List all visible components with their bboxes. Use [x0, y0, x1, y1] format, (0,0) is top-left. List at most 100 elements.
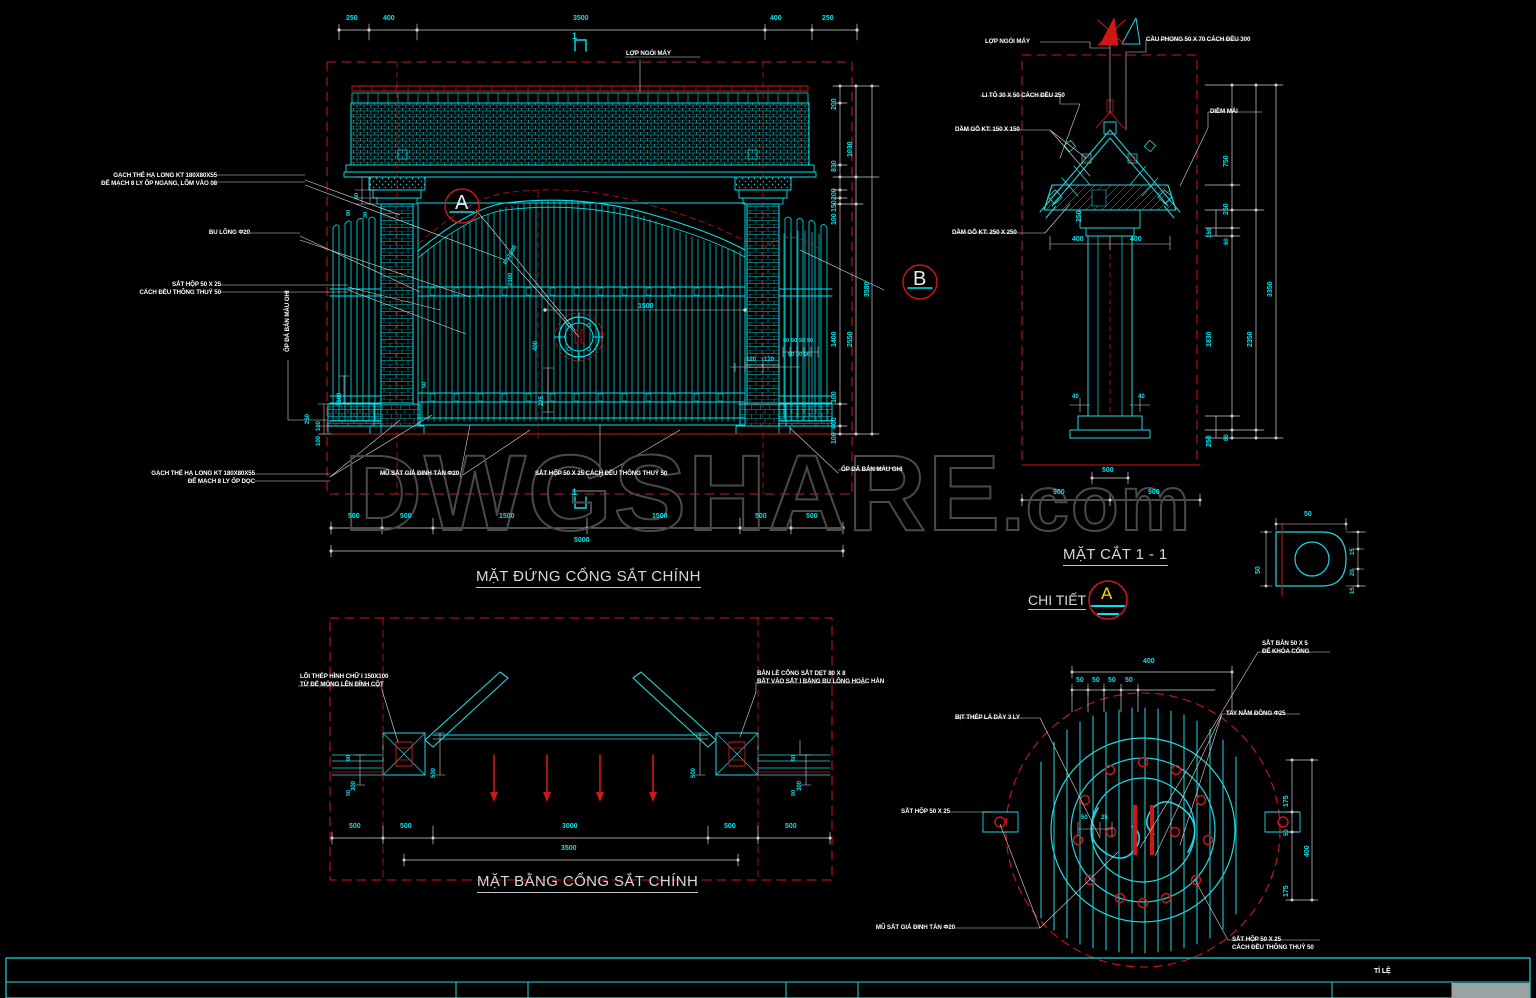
dim-sec-900a: 900 [1053, 489, 1065, 496]
dim-elev-bot-4: 500 [755, 513, 767, 520]
dim-plan-500f: 500 [691, 767, 697, 778]
dim-small-50-left: 50 [1255, 566, 1262, 574]
label-da-steel-box: SẮT HỘP 50 X 25 [901, 808, 950, 815]
dim-small-50-top: 50 [1304, 511, 1312, 518]
dim-sec-1830: 1830 [1206, 331, 1213, 347]
dim-elev-bot-5: 500 [806, 513, 818, 520]
label-sec-beam-250: DẦM GỖ KT: 250 X 250 [952, 229, 1017, 236]
marker-detail-a-elev[interactable]: A [455, 192, 469, 214]
dim-elev-overall: 5000 [574, 537, 590, 544]
title-plan: MẶT BẰNG CỔNG SẮT CHÍNH [477, 873, 699, 893]
dim-elev-r-830: 830 [831, 160, 838, 172]
section-cut-tag-top: 1 [572, 31, 578, 41]
dim-fence-50b: 50 [791, 338, 798, 344]
marker-detail-a-tag[interactable]: A [1101, 584, 1113, 603]
dim-sec-60b: 60 [1224, 434, 1230, 441]
dim-sec-40a: 40 [1072, 394, 1079, 400]
dim-elev-r-2550: 2550 [847, 331, 854, 347]
dim-pier-80: 80 [346, 209, 352, 216]
dim-fence-50c: 50 [799, 338, 806, 344]
dim-elev-r-100b: 100 [831, 391, 838, 403]
dim-elev-r-3580: 3580 [864, 281, 871, 297]
dim-plan-500c: 500 [724, 823, 736, 830]
dim-elev-bot-1: 500 [400, 513, 412, 520]
dim-da-50b: 50 [1092, 677, 1100, 684]
label-rivet-cap: MŨ SẮT GIẢ ĐINH TÁN Φ20 [380, 470, 460, 477]
dim-da-50-right: 50 [1284, 829, 1290, 836]
title-detail-prefix: CHI TIẾT [1028, 592, 1087, 610]
dim-elev-r-1400: 1400 [831, 331, 838, 347]
label-stone-cladding-left: ỐP ĐÁ BẢN MÀU GHI [284, 290, 291, 352]
section-cut-tag-bottom: 1 [572, 487, 578, 497]
label-plan-hinge-sub: BẮT VÀO SẮT I BẰNG BU LÔNG HOẶC HÀN [757, 678, 885, 685]
dim-fence-50f: 50 [796, 352, 803, 358]
dim-plan-50c: 50 [791, 754, 797, 761]
label-brick-halong-top: GẠCH THẺ HẠ LONG KT 180X80X55 [113, 172, 217, 179]
dim-fence-50g: 50 [804, 352, 811, 358]
label-da-handle: TAY NẮM ĐỒNG Φ25 [1226, 710, 1286, 717]
titleblock-scale: TỈ LỆ [1374, 968, 1391, 975]
label-brick-halong-bot: GẠCH THẺ HẠ LONG KT 180X80X55 [151, 470, 255, 477]
label-roof-tile-elev: LỢP NGÓI MÁY [626, 50, 671, 57]
dim-fence-50a: 50 [783, 338, 790, 344]
dim-sec-60: 60 [1224, 238, 1230, 245]
label-plan-core-steel: LÕI THÉP HÌNH CHỮ I 150X100 [300, 673, 389, 680]
dim-da-175b: 175 [1283, 885, 1290, 897]
dim-elev-r-150: 150 [831, 200, 838, 212]
dim-elev-top-3: 400 [770, 15, 782, 22]
dim-plan-50a: 50 [346, 754, 352, 761]
label-sec-batten: LI TÔ 30 X 50 CÁCH ĐỀU 250 [982, 92, 1065, 99]
dim-sec-400b: 400 [1130, 236, 1142, 243]
title-elevation: MẶT ĐỨNG CỔNG SẮT CHÍNH [476, 568, 701, 588]
dim-elev-r-100c: 100 [831, 432, 838, 444]
dim-elev-r-200: 200 [831, 98, 838, 110]
marker-detail-b-elev[interactable]: B [913, 268, 927, 290]
dim-pier-100b: 100 [316, 435, 322, 446]
dim-da-50-inner: 50 [1081, 815, 1088, 821]
label-steel-box-50x25-sub: CÁCH ĐỀU THÔNG THUỶ 50 [139, 289, 221, 296]
title-section: MẶT CẮT 1 - 1 [1063, 546, 1168, 566]
dim-da-400: 400 [1143, 658, 1155, 665]
dim-elev-top-2: 3500 [573, 15, 589, 22]
dim-pier-1500: 1500 [337, 392, 343, 406]
dim-elev-r-1030: 1030 [847, 141, 854, 157]
label-plan-core-steel-sub: TỪ ĐẾ MÓNG LÊN ĐỈNH CỘT [300, 681, 384, 688]
dim-plan-3000: 3000 [562, 823, 578, 830]
dim-pier-100: 100 [316, 420, 322, 431]
label-sec-beam-150: DẦM GỖ KT: 150 X 150 [955, 126, 1020, 133]
dim-plan-500b: 500 [400, 823, 412, 830]
label-da-lock-plate-sub: ĐỂ KHÓA CỔNG [1262, 648, 1310, 655]
dim-sec-400a: 400 [1072, 236, 1084, 243]
dim-elev-bot-3: 1500 [652, 513, 668, 520]
label-sec-eave: DIỀM MÁI [1210, 108, 1238, 115]
label-da-steel-box-spacing-sub: CÁCH ĐỀU THÔNG THUỶ 50 [1232, 944, 1314, 951]
dim-da-25-inner: 25 [1101, 815, 1108, 821]
dim-elev-bot-2: 1500 [499, 513, 515, 520]
dim-elev-top-4: 250 [822, 15, 834, 22]
dim-da-50d: 50 [1125, 677, 1133, 684]
dim-sec-250c: 250 [1076, 210, 1083, 222]
dim-sec-900b: 900 [1148, 489, 1160, 496]
label-stone-cladding-right: ỐP ĐÁ BẢN MÀU GHI [841, 466, 903, 473]
dim-da-400-right: 400 [1304, 845, 1311, 857]
dim-elev-top-1: 400 [383, 15, 395, 22]
label-da-lock-plate: SẮT BẢN 50 X 5 [1262, 640, 1308, 647]
label-plan-hinge: BẢN LỀ CỔNG SẮT DẸT 80 X 8 [757, 670, 846, 677]
dim-elev-r-200b: 200 [831, 188, 838, 200]
label-brick-halong-bot-sub: ĐỂ MẠCH 8 LY ỐP DỌC [187, 478, 255, 485]
dim-da-50c: 50 [1108, 677, 1116, 684]
dim-elev-r-100: 100 [831, 213, 838, 225]
dim-gate-400: 400 [533, 340, 539, 351]
dim-pier-50: 50 [354, 192, 360, 199]
dim-sec-750: 750 [1223, 155, 1230, 167]
label-brick-halong-top-sub: ĐỂ MẠCH 8 LY ỐP NGANG, LÕM VÀO 08 [101, 180, 217, 187]
dim-plan-500d: 500 [785, 823, 797, 830]
dim-gate-275: 275 [539, 395, 545, 406]
dim-da-175a: 175 [1283, 795, 1290, 807]
label-steel-box-50x25: SẮT HỘP 50 X 25 [172, 281, 221, 288]
dim-plan-3500: 3500 [561, 845, 577, 852]
dim-gate-120b: 120 [764, 357, 775, 363]
dim-small-15b: 15 [1350, 587, 1356, 594]
